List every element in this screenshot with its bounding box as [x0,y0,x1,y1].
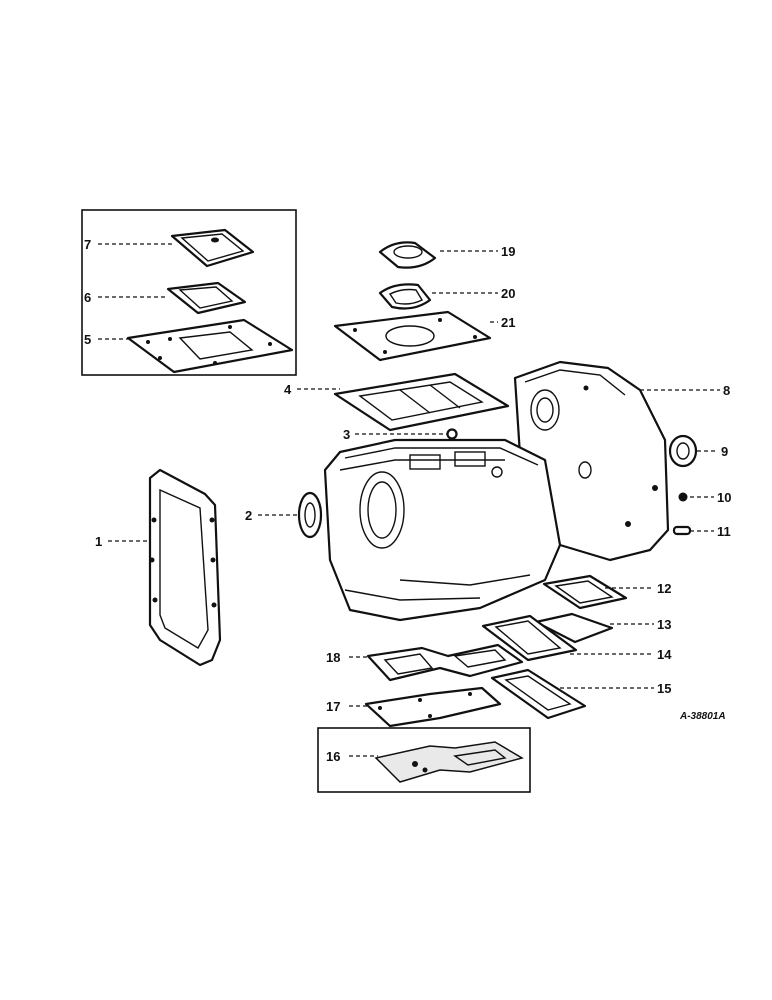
part-1-gasket-plate [148,468,222,667]
callout-12: 12 [657,581,671,596]
callout-16: 16 [326,749,340,764]
leader-lines [98,243,720,757]
part-9-seal [668,434,698,468]
callout-11: 11 [717,524,731,539]
callout-9: 9 [721,444,728,459]
callout-2: 2 [245,508,252,523]
callout-6: 6 [84,290,91,305]
part-3-plug [446,428,458,440]
inset-box-bottom [317,727,531,793]
part-2-seal [297,491,323,539]
callout-20: 20 [501,286,515,301]
callout-19: 19 [501,244,515,259]
part-15-cover [490,668,587,720]
callout-8: 8 [723,383,730,398]
callout-10: 10 [717,490,731,505]
part-16-plate [374,741,524,783]
part-21-gasket [333,310,492,362]
part-10-ball [678,492,688,502]
part-17-gasket [364,686,502,728]
callout-7: 7 [84,237,91,252]
part-12-gasket [542,574,628,610]
part-14-gasket [481,614,578,662]
callout-13: 13 [657,617,671,632]
callout-1: 1 [95,534,102,549]
part-13-cover [534,612,614,644]
callout-4: 4 [284,382,292,397]
callout-18: 18 [326,650,340,665]
callout-15: 15 [657,681,671,696]
part-11-pin [672,525,692,536]
callout-5: 5 [84,332,91,347]
callout-3: 3 [343,427,350,442]
part-20-gasket [378,283,432,310]
part-4-gasket [333,372,510,432]
part-6-gasket [166,281,247,315]
part-5-gasket [126,318,294,374]
part-18-gasket [366,643,524,682]
part-7-cover [170,228,255,268]
callout-17: 17 [326,699,340,714]
part-8-transmission-housing [323,360,670,622]
callout-14: 14 [657,647,672,662]
callout-21: 21 [501,315,515,330]
part-19-cap [378,241,437,269]
figure-code: A-38801A [679,711,726,722]
inset-box-top-left [81,209,297,376]
